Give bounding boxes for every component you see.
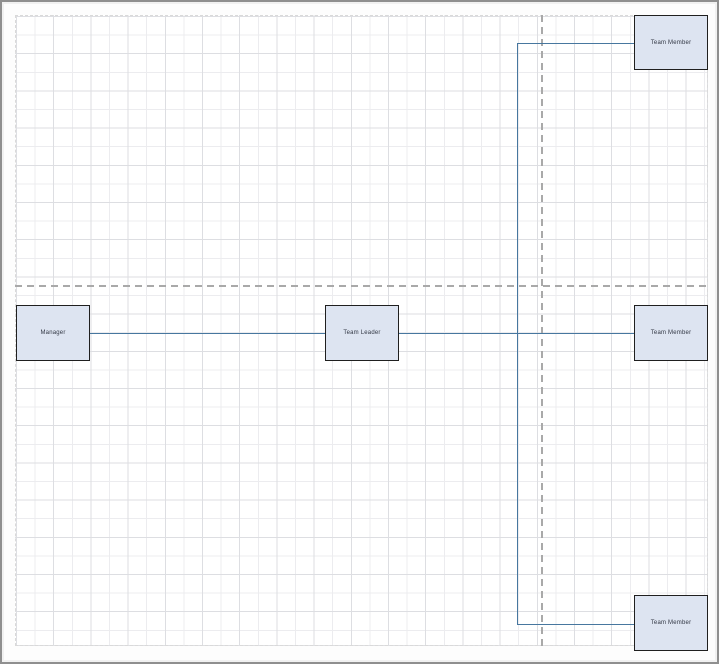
- node-team-member-top[interactable]: Team Member: [634, 15, 708, 70]
- node-label: Team Member: [650, 39, 692, 46]
- node-label: Team Member: [650, 330, 692, 336]
- page-break-horizontal: [15, 285, 708, 287]
- connector-to-member-bottom[interactable]: [517, 623, 634, 625]
- connector-to-member-top[interactable]: [517, 42, 634, 44]
- node-label: Manager: [40, 330, 66, 336]
- drawing-canvas[interactable]: Manager Team Leader Team Member Team Mem…: [4, 4, 715, 660]
- node-team-member-bottom[interactable]: Team Member: [634, 595, 708, 651]
- node-label: Team Leader: [343, 330, 381, 336]
- node-team-member-middle[interactable]: Team Member: [634, 305, 708, 361]
- page-break-vertical: [541, 15, 543, 646]
- connector-trunk-vertical[interactable]: [516, 42, 518, 625]
- connector-manager-to-team-leader[interactable]: [90, 332, 325, 334]
- node-label: Team Member: [650, 620, 692, 626]
- node-manager[interactable]: Manager: [16, 305, 90, 361]
- node-team-leader[interactable]: Team Leader: [325, 305, 399, 361]
